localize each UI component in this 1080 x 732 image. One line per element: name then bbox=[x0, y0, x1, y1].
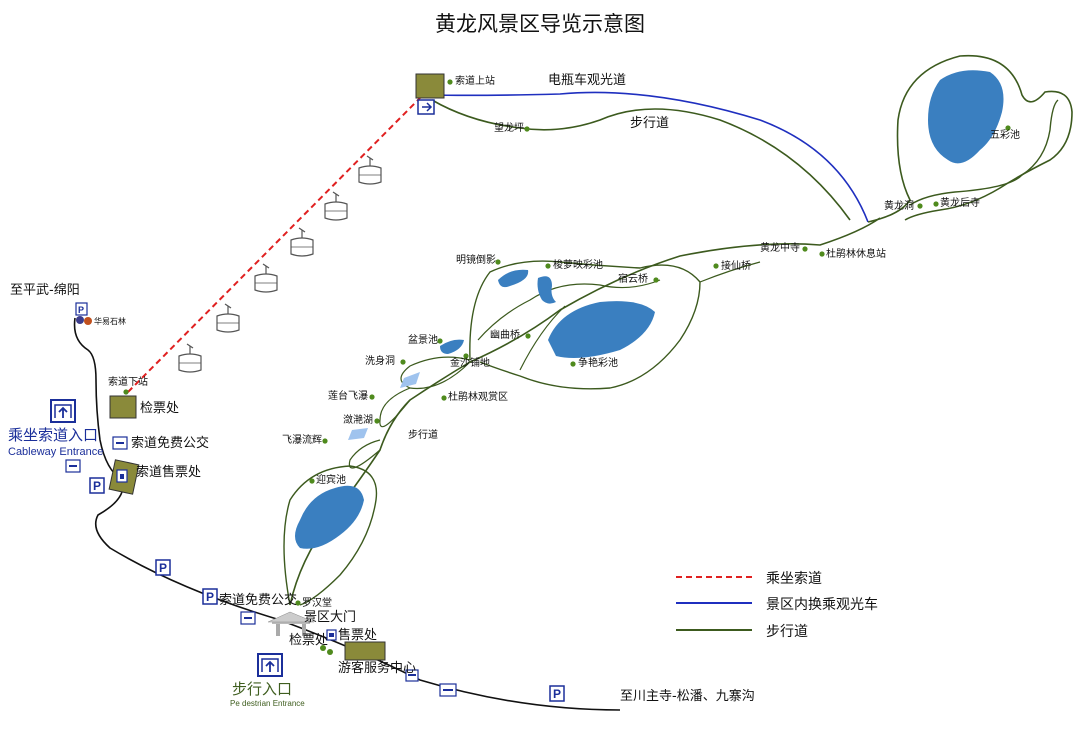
parking-icon-3: P bbox=[202, 588, 218, 605]
gate-ticket-office: 售票处 bbox=[338, 628, 378, 643]
route-label-trail-upper: 步行道 bbox=[630, 116, 670, 131]
spot-feipuliuhui: 飞瀑流辉 bbox=[282, 435, 322, 446]
legend-shuttle: 景区内换乘观光车 bbox=[766, 597, 878, 613]
parking-icon-4: P bbox=[549, 685, 565, 702]
walk-entrance-cn: 步行入口 bbox=[232, 680, 293, 698]
mingjing-pool bbox=[498, 269, 529, 288]
yingbinchi-loop bbox=[283, 465, 378, 606]
cableway-line bbox=[127, 97, 421, 393]
bus-icon-visitor bbox=[405, 669, 419, 682]
cableway-entrance-icon bbox=[50, 399, 76, 423]
cableway-entrance-cn: 乘坐索道入口 bbox=[8, 426, 99, 444]
spot-mingjingdaoying: 明镜倒影 bbox=[456, 255, 496, 266]
spot-cableway-bottom: 索道下站 bbox=[108, 377, 148, 388]
spot-huanglonghousi: 黄龙后寺 bbox=[940, 198, 980, 209]
svg-text:P: P bbox=[78, 305, 84, 315]
road-label-chuanzhu: 至川主寺-松潘、九寨沟 bbox=[620, 689, 755, 704]
zhengyan-pool bbox=[548, 301, 655, 358]
spot-suoluoyingcaichi: 梭萝映彩池 bbox=[553, 260, 603, 271]
spot-luohantang: 罗汉堂 bbox=[302, 598, 332, 609]
upper-trail bbox=[431, 99, 851, 221]
visitor-center-label: 游客服务中心 bbox=[338, 661, 417, 676]
spot-hotel: 华易石林 bbox=[94, 317, 126, 326]
main-gate-building bbox=[267, 611, 315, 636]
toilet-icon-gate bbox=[326, 629, 337, 641]
spot-pihuanghu: 潋滟湖 bbox=[343, 415, 373, 426]
cable-ticket-office: 索道售票处 bbox=[136, 465, 202, 480]
spot-huanglongdong: 黄龙洞 bbox=[884, 201, 914, 212]
spot-dupenglin-rest: 杜鹃林休息站 bbox=[826, 249, 886, 260]
spot-huanglongzhongsi: 黄龙中寺 bbox=[760, 243, 800, 254]
visitor-center-building bbox=[344, 641, 386, 661]
cable-free-bus: 索道免费公交 bbox=[131, 436, 210, 451]
map-title: 黄龙风景区导览示意图 bbox=[435, 12, 645, 36]
spot-dupenglin-view: 杜鹃林观赏区 bbox=[448, 392, 508, 403]
suoluo-pool bbox=[537, 276, 556, 304]
svg-text:P: P bbox=[159, 561, 167, 575]
walk-entrance-icon bbox=[257, 653, 283, 677]
legend-trail: 步行道 bbox=[766, 624, 808, 640]
gate-free-bus: 索道免费公交 bbox=[219, 593, 298, 608]
spot-jiexianqiao: 接仙桥 bbox=[721, 261, 751, 272]
spot-cableway-top: 索道上站 bbox=[455, 76, 495, 87]
svg-text:P: P bbox=[206, 590, 214, 604]
gate-ticket-check: 检票处 bbox=[289, 633, 329, 648]
wucaichi-pool bbox=[928, 70, 1004, 164]
spot-penjingchi: 盆景池 bbox=[408, 335, 438, 346]
cableway-bottom-station bbox=[109, 395, 137, 419]
main-road bbox=[73, 317, 621, 711]
bus-icon-cable bbox=[112, 436, 128, 450]
parking-icon-1: P bbox=[89, 477, 105, 494]
bus-icon-gate bbox=[240, 611, 256, 625]
spot-liantaifeipu: 莲台飞瀑 bbox=[328, 391, 368, 402]
central-loop bbox=[469, 260, 701, 390]
parking-icon-2: P bbox=[155, 559, 171, 576]
walk-entrance-en: Pe destrian Entrance bbox=[230, 699, 305, 708]
svg-text:P: P bbox=[93, 479, 101, 493]
spot-yingbinchi: 迎宾池 bbox=[316, 475, 346, 486]
route-label-shuttle: 电瓶车观光道 bbox=[548, 73, 627, 88]
wucaichi-loop bbox=[867, 54, 1073, 223]
cable-ticket-check: 检票处 bbox=[140, 401, 180, 416]
spot-wucaichi: 五彩池 bbox=[990, 130, 1020, 141]
cableway-top-station bbox=[415, 73, 445, 99]
spot-zhengyancaichi: 争艳彩池 bbox=[578, 358, 618, 369]
spot-suyunqiao: 宿云桥 bbox=[618, 274, 648, 285]
main-trail bbox=[289, 217, 881, 606]
road-label-pingwu: 至平武-绵阳 bbox=[10, 283, 80, 298]
legend-cableway: 乘坐索道 bbox=[766, 571, 822, 587]
parking-icon-top: P bbox=[75, 302, 88, 316]
pihuang-pond bbox=[348, 428, 368, 440]
bus-icon-road bbox=[439, 683, 457, 697]
cableway-entrance-en: Cableway Entrance bbox=[8, 446, 104, 458]
bus-icon-left bbox=[65, 459, 81, 473]
spot-wanglongping: 望龙坪 bbox=[494, 123, 524, 134]
yingbinchi-pool bbox=[295, 485, 364, 549]
spot-jinshapudi: 金沙铺地 bbox=[450, 358, 490, 369]
route-label-trail-lower: 步行道 bbox=[408, 430, 438, 441]
spot-youquqiao: 幽曲桥 bbox=[490, 330, 520, 341]
xishen-pond bbox=[400, 372, 420, 388]
toilet-icon-cable bbox=[116, 469, 128, 483]
svg-text:P: P bbox=[553, 687, 561, 701]
shuttle-route bbox=[429, 91, 869, 223]
penjing-pool bbox=[440, 339, 464, 354]
main-gate-label: 景区大门 bbox=[304, 610, 357, 625]
top-station-entrance-icon bbox=[417, 99, 435, 115]
spot-xishendong: 洗身洞 bbox=[365, 356, 395, 367]
